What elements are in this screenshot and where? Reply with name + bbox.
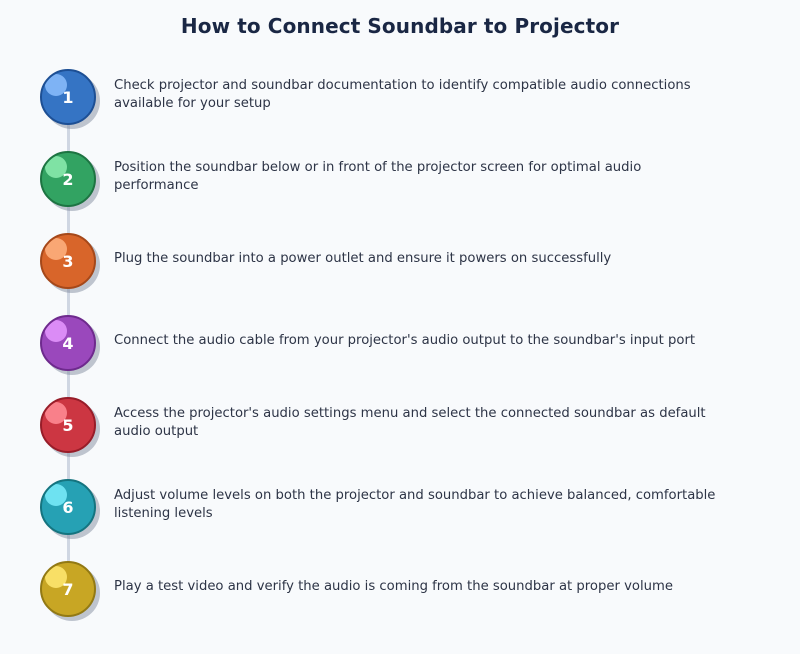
- step-text: Check projector and soundbar documentati…: [114, 78, 691, 111]
- step-badge: 1: [40, 69, 100, 129]
- step-7: 7 Play a test video and verify the audio…: [0, 561, 800, 621]
- step-text: Connect the audio cable from your projec…: [114, 333, 696, 348]
- step-1: 1 Check projector and soundbar documenta…: [0, 69, 800, 129]
- highlight-icon: [45, 156, 67, 178]
- step-number: 3: [62, 252, 74, 271]
- highlight-icon: [45, 238, 67, 260]
- step-3: 3 Plug the soundbar into a power outlet …: [0, 233, 800, 293]
- step-number: 1: [62, 88, 74, 107]
- step-text: Plug the soundbar into a power outlet an…: [114, 251, 612, 266]
- step-circle: [40, 479, 96, 535]
- step-badge: 3: [40, 233, 100, 293]
- step-2: 2 Position the soundbar below or in fron…: [0, 151, 800, 211]
- step-circle: [40, 561, 96, 617]
- step-number: 6: [62, 498, 74, 517]
- step-circle: [40, 397, 96, 453]
- step-text: Position the soundbar below or in front …: [114, 160, 642, 193]
- step-number: 5: [62, 416, 74, 435]
- highlight-icon: [45, 566, 67, 588]
- step-badge: 5: [40, 397, 100, 457]
- step-number: 7: [62, 580, 74, 599]
- step-badge: 6: [40, 479, 100, 539]
- step-badge: 2: [40, 151, 100, 211]
- step-circle: [40, 69, 96, 125]
- step-badge: 4: [40, 315, 100, 375]
- highlight-icon: [45, 484, 67, 506]
- step-circle: [40, 151, 96, 207]
- step-4: 4 Connect the audio cable from your proj…: [0, 315, 800, 375]
- step-5: 5 Access the projector's audio settings …: [0, 397, 800, 457]
- highlight-icon: [45, 402, 67, 424]
- step-text: Adjust volume levels on both the project…: [114, 488, 716, 521]
- step-6: 6 Adjust volume levels on both the proje…: [0, 479, 800, 539]
- highlight-icon: [45, 74, 67, 96]
- highlight-icon: [45, 320, 67, 342]
- step-text: Play a test video and verify the audio i…: [114, 579, 673, 594]
- page-title: How to Connect Soundbar to Projector: [180, 14, 620, 38]
- step-text: Access the projector's audio settings me…: [114, 406, 706, 439]
- step-circle: [40, 233, 96, 289]
- step-number: 2: [62, 170, 74, 189]
- step-badge: 7: [40, 561, 100, 621]
- step-number: 4: [62, 334, 74, 353]
- step-circle: [40, 315, 96, 371]
